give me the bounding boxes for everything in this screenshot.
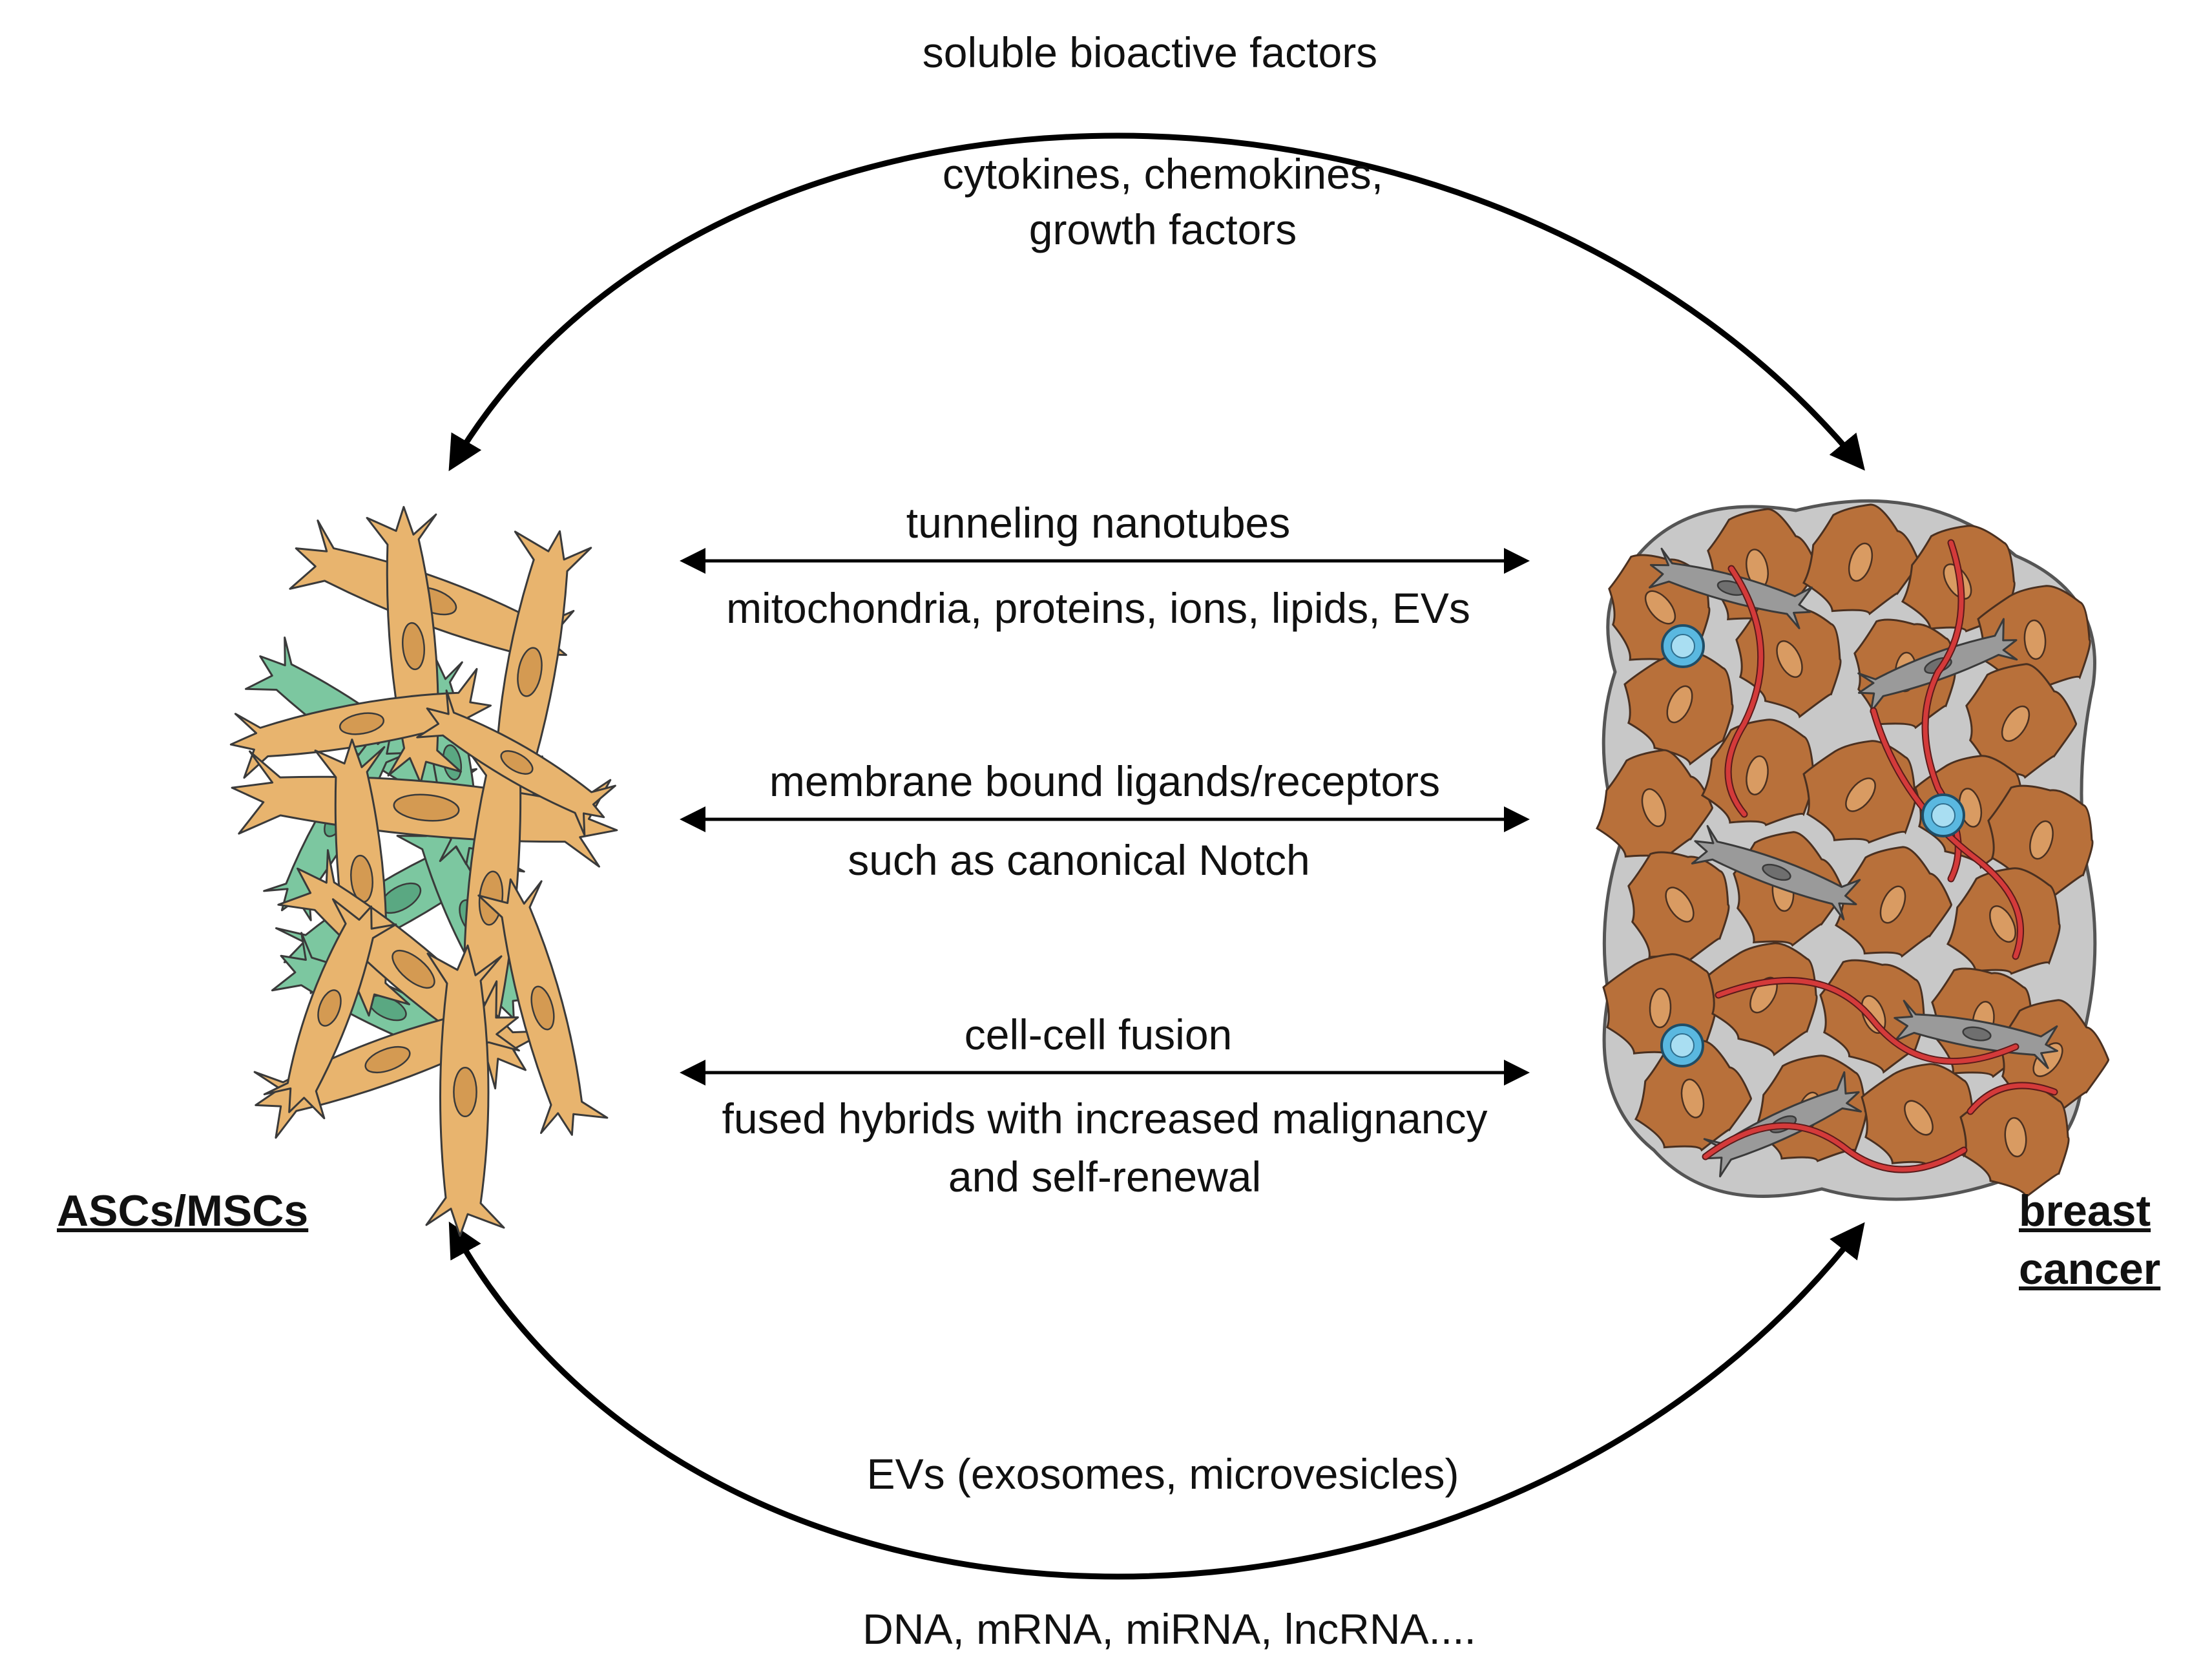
right-label-breast: breast xyxy=(2019,1186,2151,1235)
tumor-nucleus xyxy=(1666,685,1693,724)
tumor-nucleus xyxy=(1776,640,1803,678)
tumor-nucleus xyxy=(1845,777,1876,812)
fibroblast-cell xyxy=(1691,824,1861,921)
tumor-nucleus xyxy=(1746,755,1769,795)
stem-cell-nucleus xyxy=(1931,803,1956,828)
tunneling-title: tunneling nanotubes xyxy=(906,499,1291,547)
tumor-nucleus xyxy=(1904,1100,1934,1136)
tumor-nucleus xyxy=(1649,987,1672,1029)
breast-cancer-cluster xyxy=(1595,499,2110,1201)
tumor-nucleus xyxy=(1644,590,1676,625)
fibroblast-cell xyxy=(1894,1000,2059,1069)
bottom-arc-title: EVs (exosomes, microvesicles) xyxy=(866,1450,1459,1498)
tunneling-detail: mitochondria, proteins, ions, lipids, EV… xyxy=(726,584,1470,632)
tumor-nucleus xyxy=(2004,1117,2027,1158)
tumor-nucleus xyxy=(2023,619,2047,660)
msc-cell-cluster xyxy=(229,505,618,1237)
tumor-nucleus xyxy=(1665,887,1695,923)
bottom-arc-arrow xyxy=(448,1221,1865,1580)
membrane-detail: such as canonical Notch xyxy=(848,836,1310,884)
fusion-detail-1: fused hybrids with increased malignancy xyxy=(722,1095,1488,1142)
stem-cell-nucleus xyxy=(1671,634,1695,658)
blood-vessel xyxy=(1726,566,1764,817)
membrane-title: membrane bound ligands/receptors xyxy=(769,757,1441,805)
left-label-ascs-mscs: ASCs/MSCs xyxy=(57,1186,309,1235)
tumor-nucleus xyxy=(1989,905,2016,943)
blood-vessel xyxy=(1703,1123,1967,1172)
stem-cell-nucleus xyxy=(1670,1033,1695,1058)
tumor-nucleus xyxy=(1848,542,1873,582)
top-arc-title: soluble bioactive factors xyxy=(922,28,1378,76)
msc-cell xyxy=(416,689,616,836)
tumor-nucleus xyxy=(1680,1078,1705,1118)
tumor-nucleus xyxy=(2001,705,2030,742)
right-label-cancer: cancer xyxy=(2019,1244,2161,1294)
top-arc-detail-2: growth factors xyxy=(1028,205,1297,253)
blood-vessel xyxy=(1968,1083,2057,1114)
msc-cell xyxy=(263,898,397,1120)
tumor-nucleus xyxy=(2029,820,2054,860)
blood-vessel xyxy=(1716,978,2018,1064)
fusion-detail-2: and self-renewal xyxy=(948,1153,1262,1201)
fusion-title: cell-cell fusion xyxy=(964,1011,1233,1058)
bottom-arc-detail: DNA, mRNA, miRNA, lncRNA.... xyxy=(862,1605,1476,1653)
top-arc-detail-1: cytokines, chemokines, xyxy=(942,150,1384,198)
blood-vessel xyxy=(1923,540,1964,881)
msc-cell xyxy=(425,944,505,1237)
msc-cell xyxy=(477,878,609,1136)
tumor-nucleus xyxy=(1641,788,1667,828)
tumor-nucleus xyxy=(1879,885,1906,924)
blood-vessel xyxy=(1871,708,2023,959)
top-arc-arrow xyxy=(448,132,1865,472)
